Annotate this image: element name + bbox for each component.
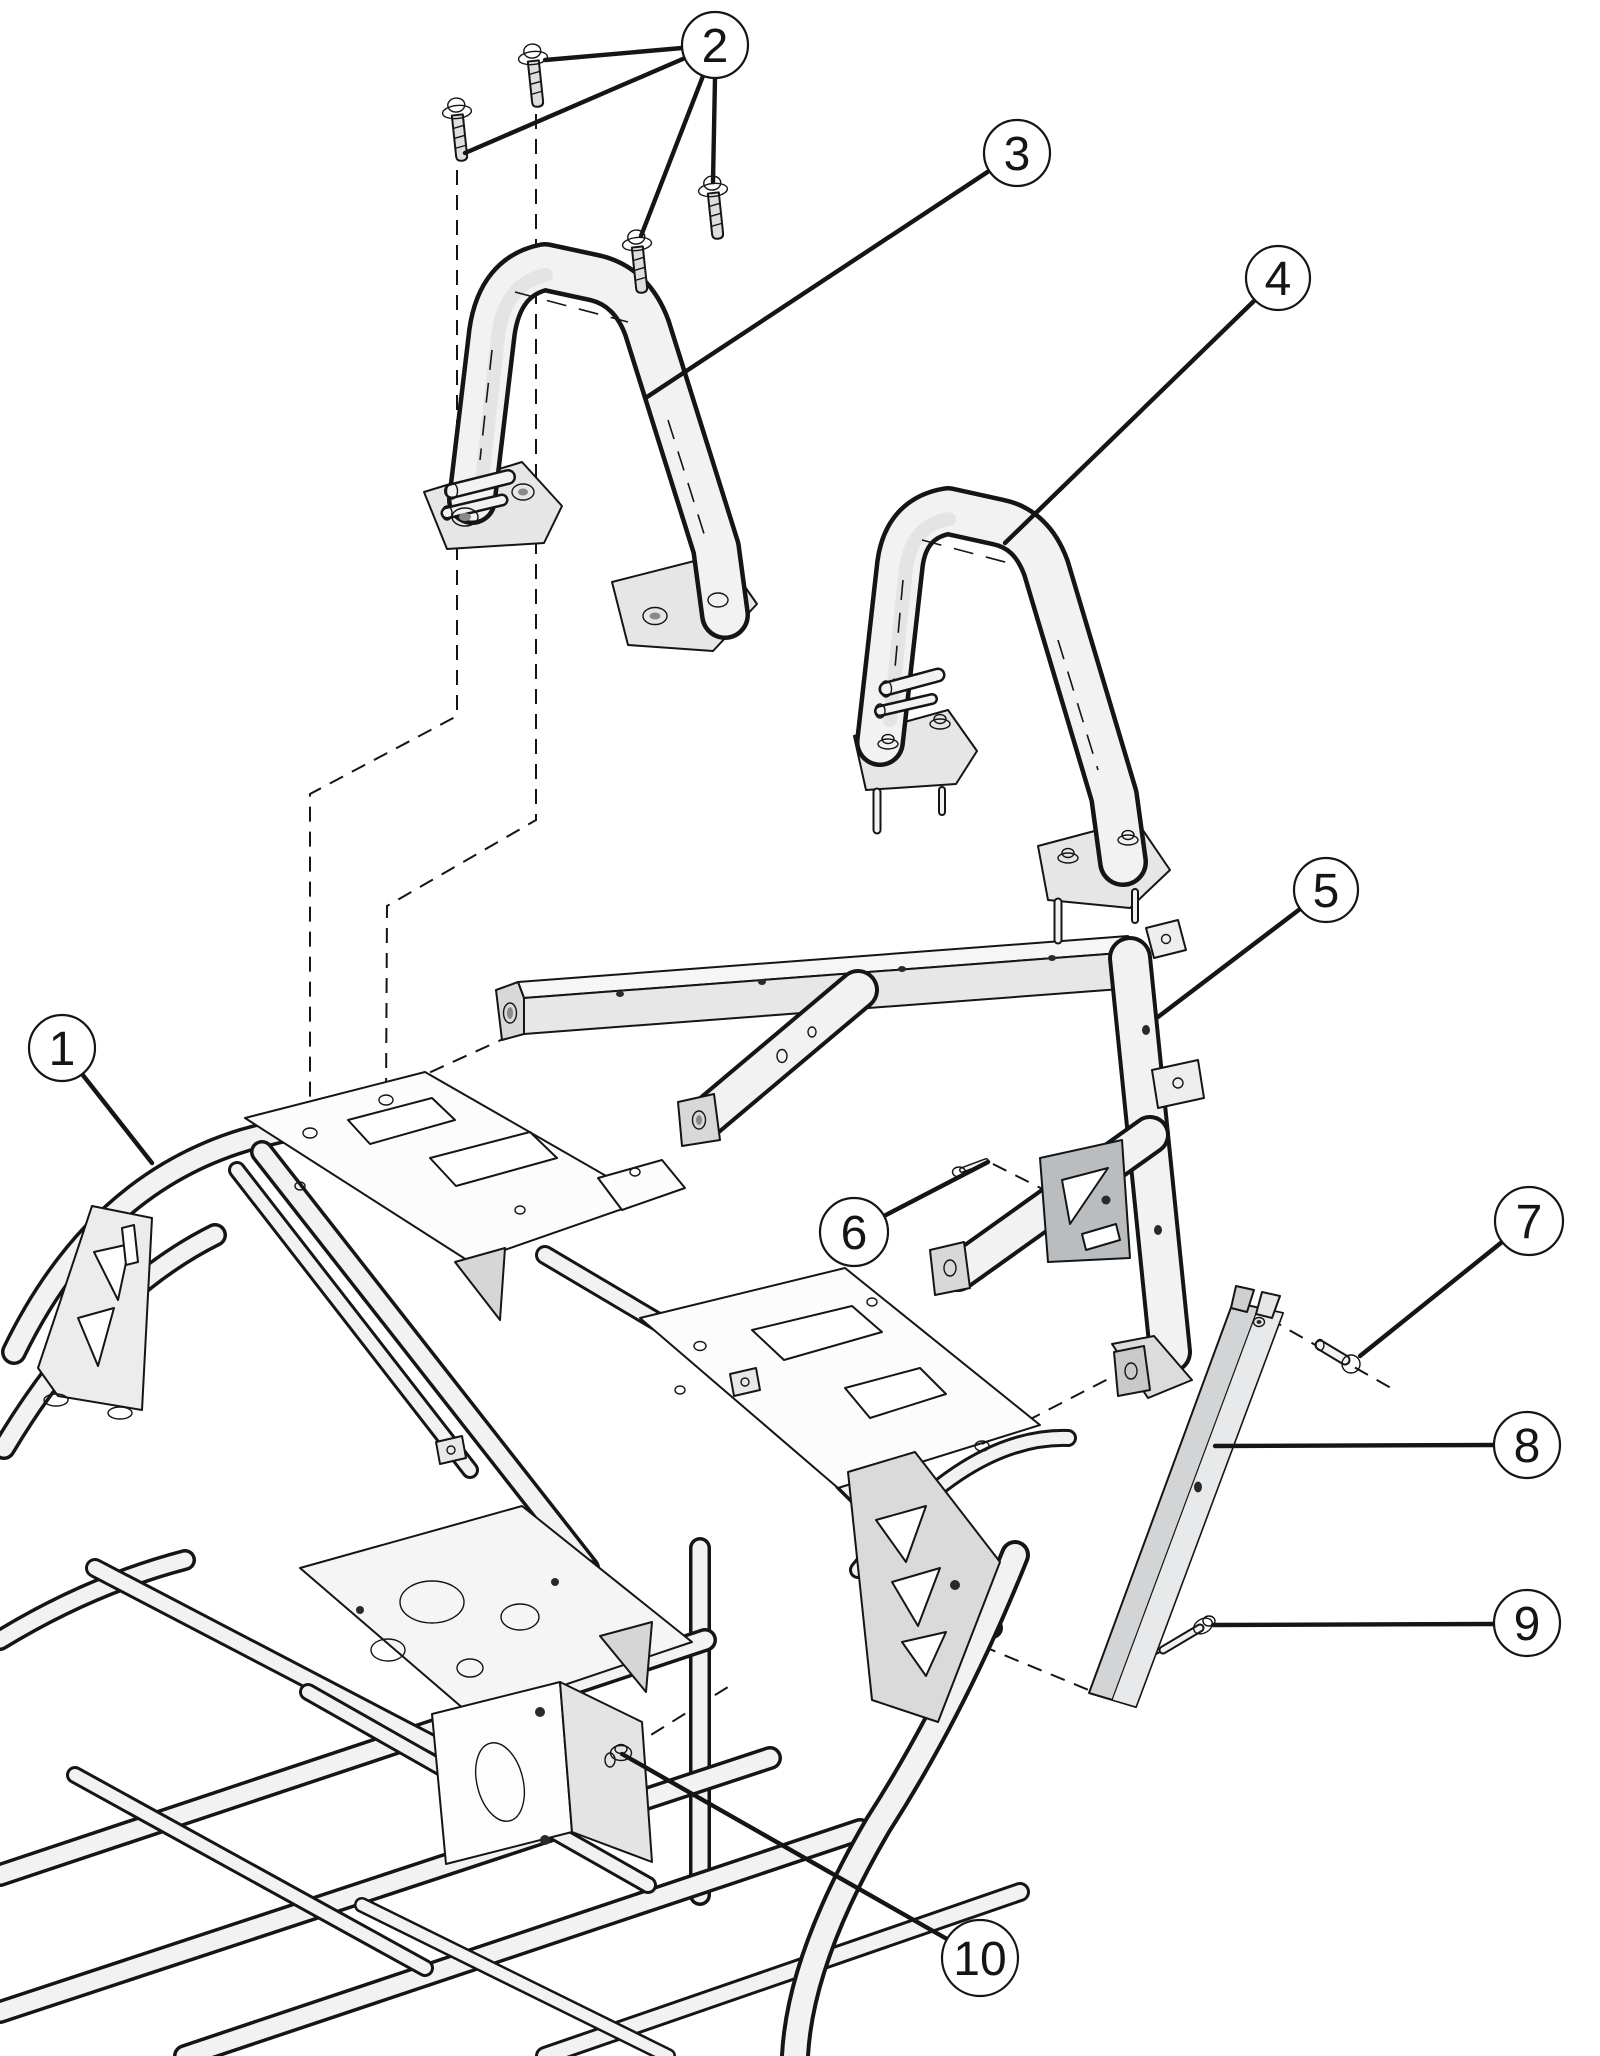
- leader-line-2: [710, 75, 718, 185]
- callout-4: 4: [1244, 244, 1312, 312]
- leader-line-5: [1155, 906, 1303, 1020]
- callout-6: 6: [818, 1196, 890, 1268]
- callout-number-9: 9: [1514, 1598, 1541, 1651]
- callout-circle-5: [1292, 856, 1360, 924]
- callout-circle-8: [1492, 1410, 1562, 1480]
- callout-1: 1: [27, 1013, 97, 1083]
- callout-number-10: 10: [953, 1933, 1006, 1986]
- callout-3: 3: [982, 118, 1052, 188]
- callout-7: 7: [1493, 1185, 1565, 1257]
- leader-line-2: [542, 45, 685, 63]
- callout-number-2: 2: [702, 20, 729, 73]
- part-1-main-frame-illustration: [0, 1071, 1077, 2056]
- callout-circle-6: [818, 1196, 890, 1268]
- part-5-cage-support-illustration: [495, 919, 1205, 1399]
- callout-10: 10: [940, 1918, 1020, 1998]
- leader-line-1: [79, 1071, 155, 1166]
- callout-2: 2: [680, 10, 750, 80]
- callout-9: 9: [1492, 1588, 1562, 1658]
- leader-line-7: [1357, 1239, 1505, 1359]
- callout-circle-7: [1493, 1185, 1565, 1257]
- leader-line-3: [644, 168, 992, 400]
- part-7-pin-illustration: [1314, 1338, 1361, 1374]
- leader-line-2: [638, 73, 706, 239]
- callout-number-3: 3: [1004, 128, 1031, 181]
- callout-number-1: 1: [49, 1023, 76, 1076]
- leader-line-8: [1212, 1442, 1497, 1449]
- callout-layer: 1 2 3 4 5 6 7 8 9 10: [27, 10, 1565, 1998]
- callout-circle-1: [27, 1013, 97, 1083]
- leader-line-10: [619, 1751, 950, 1942]
- callout-number-6: 6: [841, 1207, 868, 1260]
- part-4-rear-hoop-illustration: [853, 486, 1171, 945]
- callout-8: 8: [1492, 1410, 1562, 1480]
- leader-line-2: [462, 55, 688, 156]
- callout-circle-3: [982, 118, 1052, 188]
- callout-number-4: 4: [1265, 253, 1292, 306]
- part-9-bolt-illustration: [1158, 1615, 1216, 1655]
- leader-layer: [79, 45, 1505, 1942]
- callout-circle-10: [940, 1918, 1020, 1998]
- callout-circle-4: [1244, 244, 1312, 312]
- callout-5: 5: [1292, 856, 1360, 924]
- callout-circle-2: [680, 10, 750, 80]
- callout-number-8: 8: [1514, 1420, 1541, 1473]
- callout-number-5: 5: [1313, 865, 1340, 918]
- callout-number-7: 7: [1516, 1196, 1543, 1249]
- part-2-flange-bolts-illustration: [441, 43, 729, 294]
- callout-circle-9: [1492, 1588, 1562, 1658]
- leader-line-9: [1210, 1621, 1497, 1628]
- leader-line-6: [881, 1159, 991, 1219]
- leader-line-4: [1002, 297, 1258, 546]
- part-3-front-hoop-illustration: [423, 242, 758, 652]
- part-8-brace-illustration: [1088, 1285, 1284, 1708]
